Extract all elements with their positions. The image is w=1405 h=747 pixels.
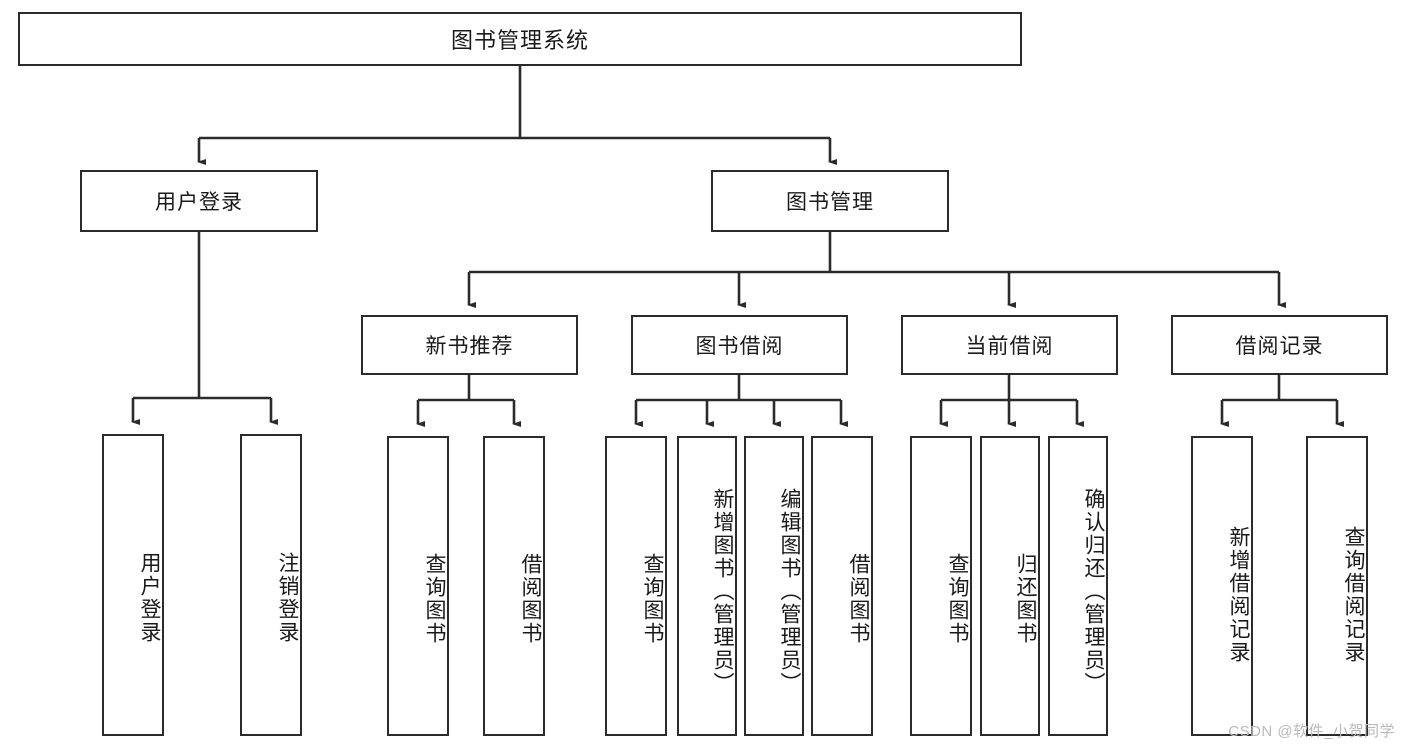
- leaf-user-login[interactable]: 用户登录: [102, 434, 164, 736]
- leaf-query-book-current[interactable]: 查询图书: [910, 436, 972, 736]
- node-new-book-recommend[interactable]: 新书推荐: [361, 315, 578, 375]
- node-root[interactable]: 图书管理系统: [18, 12, 1022, 66]
- leaf-borrow-book-recommend[interactable]: 借阅图书: [483, 436, 545, 736]
- leaf-add-book[interactable]: 新增图书（管理员）: [677, 436, 737, 736]
- leaf-edit-book[interactable]: 编辑图书（管理员）: [744, 436, 804, 736]
- node-user-login[interactable]: 用户登录: [80, 170, 318, 232]
- node-book-borrow[interactable]: 图书借阅: [631, 315, 848, 375]
- leaf-logout-login[interactable]: 注销登录: [240, 434, 302, 736]
- node-book-management[interactable]: 图书管理: [711, 170, 949, 232]
- leaf-return-book[interactable]: 归还图书: [980, 436, 1040, 736]
- node-current-borrow[interactable]: 当前借阅: [901, 315, 1118, 375]
- leaf-borrow-book-borrow[interactable]: 借阅图书: [811, 436, 873, 736]
- leaf-add-borrow-record[interactable]: 新增借阅记录: [1191, 436, 1253, 736]
- leaf-confirm-return[interactable]: 确认归还（管理员）: [1048, 436, 1108, 736]
- node-borrow-record[interactable]: 借阅记录: [1171, 315, 1388, 375]
- watermark: CSDN @软件_小贺同学: [1228, 723, 1395, 740]
- leaf-query-book-recommend[interactable]: 查询图书: [387, 436, 449, 736]
- leaf-query-book-borrow[interactable]: 查询图书: [605, 436, 667, 736]
- leaf-query-borrow-record[interactable]: 查询借阅记录: [1306, 436, 1368, 736]
